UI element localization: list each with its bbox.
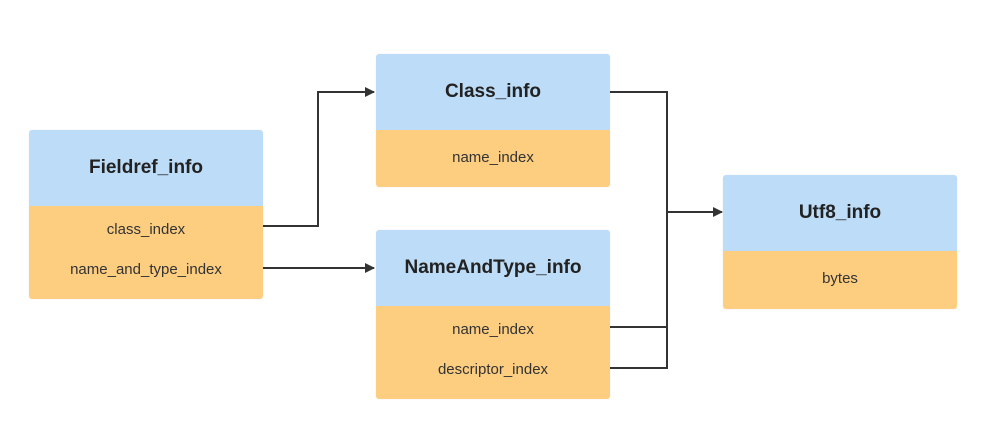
name-and-type-info-title: NameAndType_info <box>404 257 582 278</box>
name-and-type-info-body: name_index descriptor_index <box>376 306 610 399</box>
class-info-header: Class_info <box>376 54 610 130</box>
name-and-type-name-index-field: name_index <box>452 321 534 338</box>
utf8-info-body: bytes <box>723 251 957 309</box>
class-info-box: Class_info name_index <box>376 54 610 187</box>
fieldref-class-index-field: class_index <box>106 221 186 238</box>
name-and-type-descriptor-index-field: descriptor_index <box>437 361 549 378</box>
class-info-name-index-field: name_index <box>452 149 534 166</box>
utf8-info-title: Utf8_info <box>798 202 882 223</box>
line-class-info-to-junction <box>610 91 668 212</box>
class-info-body: name_index <box>376 130 610 187</box>
fieldref-info-body: class_index name_and_type_index <box>29 206 263 299</box>
fieldref-info-header: Fieldref_info <box>29 130 263 206</box>
fieldref-name-and-type-index-field: name_and_type_index <box>70 261 222 278</box>
name-and-type-info-box: NameAndType_info name_index descriptor_i… <box>376 230 610 399</box>
arrow-class-index-to-class-info <box>263 87 375 227</box>
fieldref-info-title: Fieldref_info <box>88 157 203 178</box>
utf8-info-header: Utf8_info <box>723 175 957 251</box>
utf8-info-bytes-field: bytes <box>822 270 858 287</box>
utf8-info-box: Utf8_info bytes <box>723 175 957 309</box>
class-info-title: Class_info <box>444 81 542 102</box>
fieldref-info-box: Fieldref_info class_index name_and_type_… <box>29 130 263 299</box>
line-nat-descriptor-index-to-junction <box>610 212 668 369</box>
name-and-type-info-header: NameAndType_info <box>376 230 610 306</box>
